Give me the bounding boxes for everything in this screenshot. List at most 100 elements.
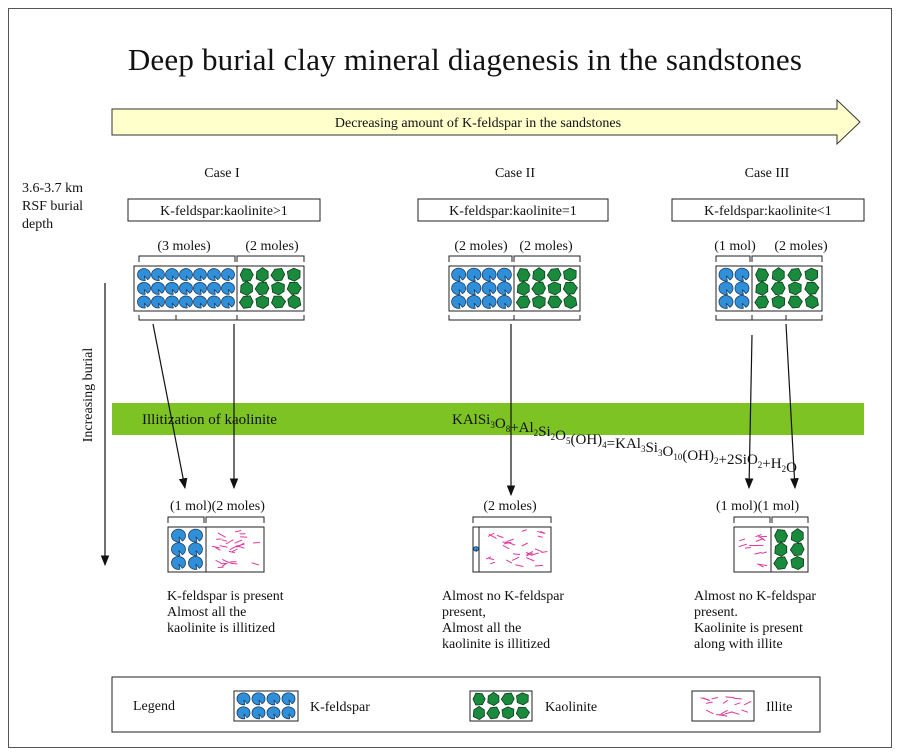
kfeldspar-grain: [188, 542, 203, 557]
case-2-kln-moles: (2 moles): [519, 239, 573, 254]
kfeldspar-grain: [193, 295, 207, 309]
illite-fibre: [743, 700, 752, 706]
kaolinite-grain: [472, 705, 485, 720]
kaolinite-grain: [255, 267, 269, 283]
kaolinite-grain: [240, 280, 253, 296]
kaolinite-grain: [790, 528, 804, 544]
kaolinite-grain: [515, 295, 531, 309]
case-3-description: Almost no K-feldspar present. Kaolinite …: [694, 589, 817, 652]
case-1-initial-sandstone: [133, 265, 305, 312]
kfeldspar-grain: [718, 267, 734, 282]
illite-fibre: [526, 552, 533, 557]
kfeldspar-grain: [251, 692, 266, 706]
case-3-ratio: K-feldspar:kaolinite<1: [704, 204, 832, 219]
reaction-subscript: 2: [782, 464, 787, 474]
kfeldspar-grain: [179, 268, 193, 282]
kaolinite-grain: [254, 281, 270, 296]
illite-fibre: [541, 551, 548, 553]
case-1-kln-moles: (2 moles): [245, 239, 299, 254]
illite-fibre: [252, 542, 260, 544]
kfeldspar-grain: [451, 267, 466, 282]
kfeldspar-grain: [481, 281, 497, 296]
case-2-final-moles: (2 moles): [483, 499, 537, 514]
kaolinite-grain: [270, 267, 286, 282]
illite-fibre: [761, 551, 767, 554]
case-3-ratio-box: [671, 198, 865, 222]
case-3-kfs-moles: (1 mol): [714, 239, 756, 254]
kfeldspar-grain: [221, 281, 235, 295]
illite-fibre: [231, 548, 238, 553]
kfeldspar-grain: [734, 295, 750, 309]
kfeldspar-grain: [481, 267, 497, 282]
kaolinite-grain: [500, 692, 515, 706]
illite-fibre: [754, 551, 762, 555]
reaction-term: +H: [762, 456, 781, 472]
case-1-kfs-moles: (3 moles): [157, 239, 211, 254]
illitization-label: Illitization of kaolinite: [142, 412, 277, 428]
illite-fibre: [534, 548, 543, 553]
illite-fibre: [240, 536, 248, 538]
kaolinite-grain: [286, 267, 301, 282]
kfeldspar-grain: [466, 281, 482, 296]
kaolinite-grain: [771, 295, 786, 309]
kfeldspar-grain: [466, 295, 482, 309]
illite-fibre: [534, 564, 544, 567]
reaction-subscript: 3: [490, 420, 495, 430]
kaolinite-grain: [789, 542, 805, 557]
illite-fibre: [219, 545, 228, 548]
kaolinite-grain: [271, 281, 285, 296]
kaolinite-grain: [771, 267, 785, 283]
reaction-subscript: 8: [506, 424, 511, 434]
illite-fibre: [515, 564, 524, 567]
illite-fibre: [526, 551, 534, 556]
illite-fibre: [734, 702, 741, 706]
illite-fibre: [221, 558, 231, 564]
case-1-ratio-box: [127, 198, 321, 222]
kfeldspar-grain: [207, 281, 221, 295]
kaolinite-grain: [515, 706, 530, 719]
reaction-term: O: [786, 460, 797, 476]
kfeldspar-grain: [151, 295, 165, 309]
illite-fibre: [720, 709, 728, 715]
illite-fibre: [733, 697, 742, 700]
kfeldspar-grain: [251, 706, 266, 720]
illite-fibre: [236, 542, 245, 548]
illite-fibre: [488, 533, 497, 539]
kfeldspar-grain: [193, 281, 207, 295]
kaolinite-grain: [787, 295, 803, 309]
case-1-final-sandstone: [167, 526, 265, 573]
reaction-term: Si: [645, 440, 658, 456]
kfeldspar-grain: [207, 295, 221, 309]
illite-fibre: [718, 714, 728, 717]
reaction-term: +2SiO: [718, 452, 757, 468]
illite-fibre: [711, 697, 719, 700]
kaolinite-grain: [804, 281, 820, 295]
illite-fibre: [537, 530, 545, 534]
case-3-title: Case III: [745, 166, 790, 181]
kfeldspar-grain: [734, 281, 750, 296]
kaolinite-grain: [774, 541, 788, 557]
illite-fibre: [221, 562, 228, 567]
kaolinite-grain: [531, 281, 547, 296]
illite-fibre: [755, 538, 764, 542]
diagram-frame: [8, 8, 892, 748]
reaction-subscript: 5: [566, 436, 571, 446]
kaolinite-grain: [532, 295, 546, 309]
illite-fibre: [211, 545, 220, 549]
case-3-final-moles: (1 mol)(1 mol): [716, 499, 800, 514]
illite-fibre: [757, 563, 764, 568]
kfeldspar-grain: [281, 706, 296, 720]
legend-kaolinite-swatch: [469, 690, 533, 722]
kaolinite-grain: [754, 295, 770, 309]
kfeldspar-grain: [171, 556, 186, 570]
diagram-title: Deep burial clay mineral diagenesis in t…: [128, 42, 802, 77]
case-2-final-sandstone: [472, 526, 552, 573]
illite-fibre: [251, 562, 260, 566]
kaolinite-grain: [804, 267, 819, 282]
kaolinite-grain: [516, 268, 531, 282]
kfeldspar-grain: [207, 268, 221, 282]
case-2-title: Case II: [495, 166, 535, 181]
kfeldspar-grain: [193, 268, 207, 282]
kaolinite-grain: [271, 295, 287, 309]
